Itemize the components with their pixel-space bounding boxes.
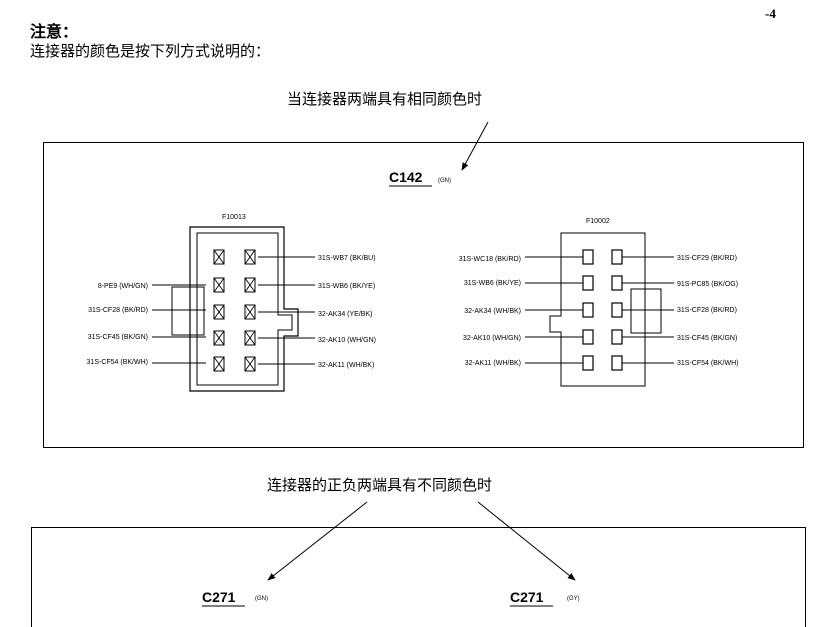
diagram-box-different-color <box>31 527 806 627</box>
pin-cavity <box>244 304 256 320</box>
part-number-left: F10013 <box>222 214 246 221</box>
pin-cavity <box>582 302 594 318</box>
wire-label: 32-AK10 (WH/GN) <box>318 337 376 344</box>
pin-cavity <box>213 249 225 265</box>
connector-color-c271-gn: (GN) <box>255 596 268 602</box>
pin-cavity <box>611 329 623 345</box>
note-title: 注意： <box>30 22 79 41</box>
wire-label: 32-AK34 (WH/BK) <box>464 308 521 315</box>
wire-label: 8-PE9 (WH/GN) <box>98 283 148 290</box>
pin-cavity <box>611 302 623 318</box>
wire-label: 91S-PC85 (BK/OG) <box>677 281 738 288</box>
pin-cavity <box>213 304 225 320</box>
pin-cavity <box>611 249 623 265</box>
wire-label: 31S-CF45 (BK/GN) <box>88 334 148 341</box>
connector-color-c271-gy: (GY) <box>567 596 580 602</box>
diagram-box-same-color <box>43 142 804 448</box>
pin-cavity <box>213 277 225 293</box>
wire-label: 31S-WB6 (BK/YE) <box>318 283 375 290</box>
pins-right <box>582 249 623 371</box>
note-text: 连接器的颜色是按下列方式说明的： <box>30 42 271 60</box>
pin-cavity <box>582 275 594 291</box>
wire-label: 32-AK11 (WH/BK) <box>465 360 521 367</box>
wire-label: 31S-CF54 (BK/WH) <box>677 360 738 367</box>
pin-cavity <box>611 355 623 371</box>
pin-cavity <box>611 275 623 291</box>
connector-body-left <box>171 226 299 392</box>
wire-label: 32-AK34 (YE/BK) <box>318 311 372 318</box>
leads-right <box>525 256 674 364</box>
wire-label: 31S-WC18 (BK/RD) <box>459 256 521 263</box>
wire-label: 32-AK11 (WH/BK) <box>318 362 374 369</box>
pin-cavity <box>244 277 256 293</box>
connector-id-c271-gy: C271 <box>510 589 544 605</box>
wire-label: 31S-CF54 (BK/WH) <box>87 359 148 366</box>
wire-label: 31S-WB7 (BK/BU) <box>318 255 376 262</box>
pin-cavity <box>244 330 256 346</box>
connector-id-c271-gn: C271 <box>202 589 236 605</box>
wire-label: 31S-CF28 (BK/RD) <box>88 307 148 314</box>
pin-cavity <box>582 355 594 371</box>
connector-id-c142: C142 <box>389 169 423 185</box>
arrow-to-c142 <box>461 121 489 171</box>
pin-cavity <box>244 356 256 372</box>
connector-body-right <box>549 232 662 387</box>
arrow-to-c271-gn <box>267 501 368 581</box>
connector-diagram: C142 (GN) F10013 8-PE9 (WH/GN) 31S-CF28 … <box>87 121 738 607</box>
wire-label: 31S-CF45 (BK/GN) <box>677 335 737 342</box>
leads-left <box>152 256 315 365</box>
pin-cavity <box>213 330 225 346</box>
pin-cavity <box>582 249 594 265</box>
page-number: -4 <box>765 6 776 21</box>
pins-left <box>213 249 256 372</box>
pin-cavity <box>213 356 225 372</box>
caption-different-color: 连接器的正负两端具有不同颜色时 <box>267 476 493 494</box>
part-number-right: F10002 <box>586 218 610 225</box>
wire-label: 31S-CF28 (BK/RD) <box>677 307 737 314</box>
arrow-to-c271-gy <box>477 501 576 581</box>
caption-same-color: 当连接器两端具有相同颜色时 <box>287 90 483 108</box>
wire-label: 31S-CF29 (BK/RD) <box>677 255 737 262</box>
pin-cavity <box>244 249 256 265</box>
connector-color-c142: (GN) <box>438 178 451 184</box>
wire-label: 32-AK10 (WH/GN) <box>463 335 521 342</box>
pin-cavity <box>582 329 594 345</box>
wire-label: 31S-WB6 (BK/YE) <box>464 280 521 287</box>
